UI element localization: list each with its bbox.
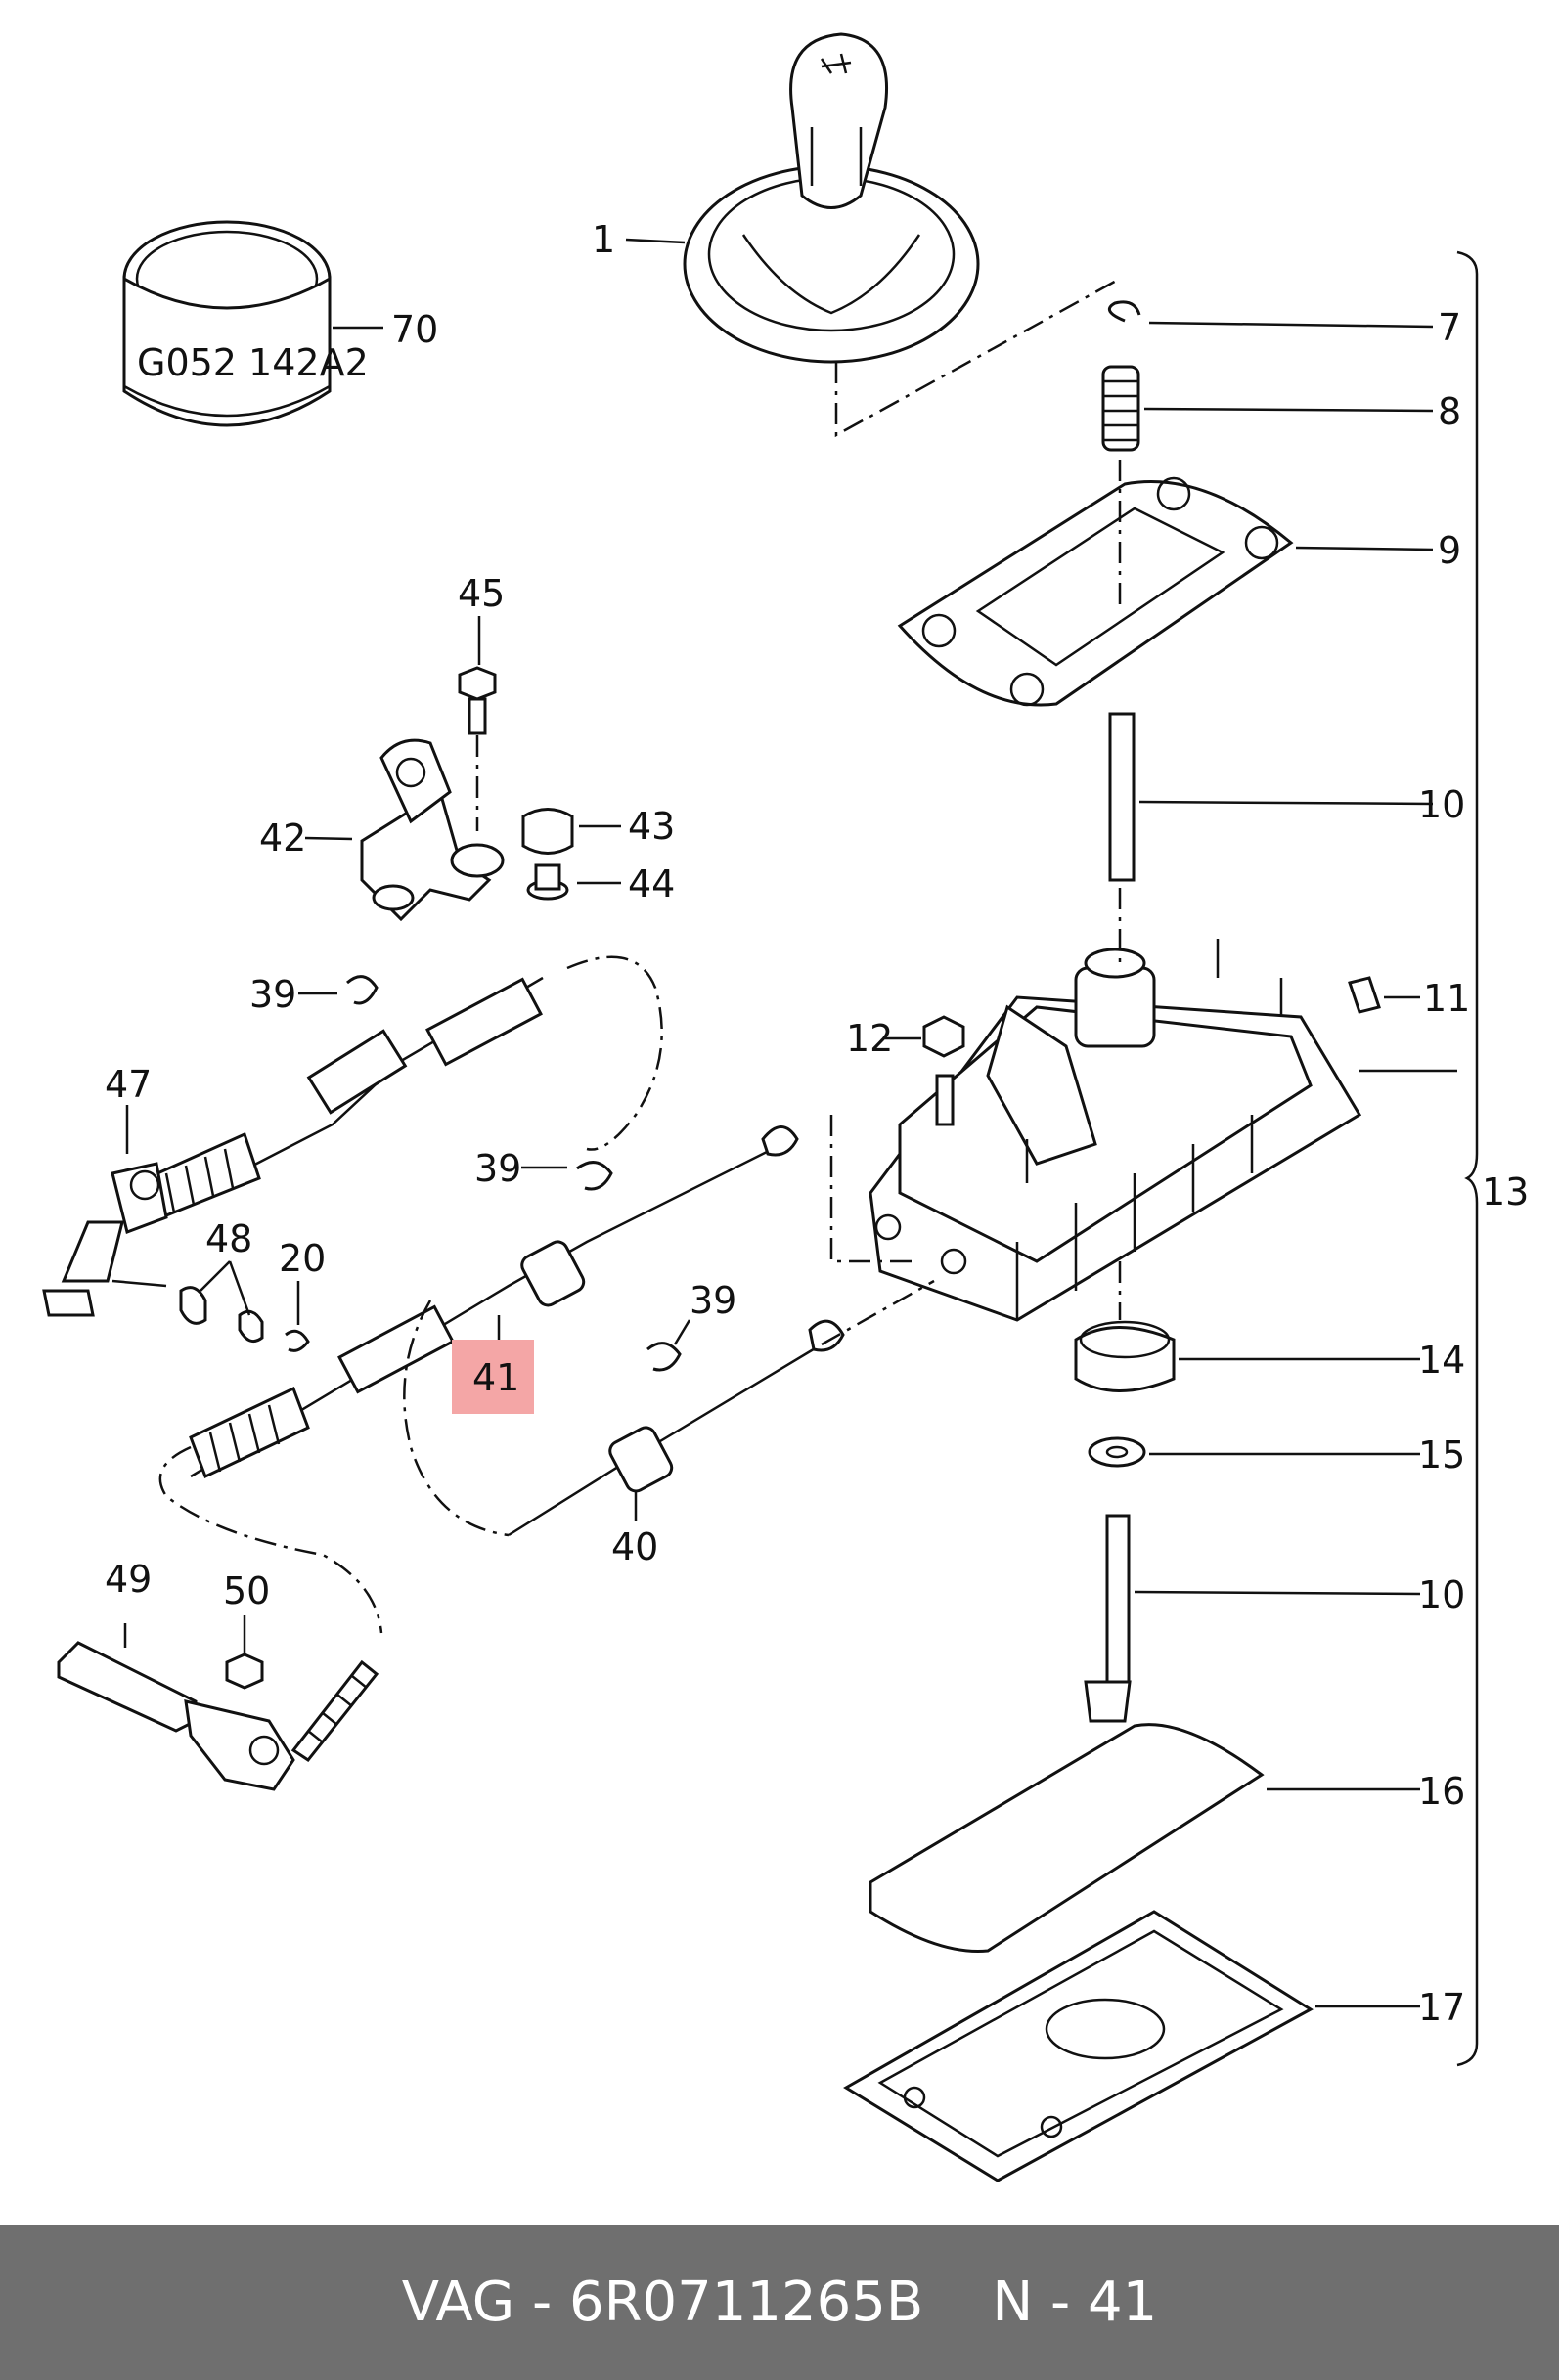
callout-40: 40 <box>611 1525 658 1568</box>
part-39-circlip-upper <box>298 975 379 1005</box>
part-47-shift-cable-upper <box>42 976 544 1317</box>
part-10-lower-rod <box>1084 1514 1421 1723</box>
callout-16: 16 <box>1418 1770 1465 1813</box>
part-10-upper-rod <box>1108 712 1434 882</box>
callout-15: 15 <box>1418 1433 1465 1476</box>
callout-50: 50 <box>223 1569 270 1612</box>
part-15-washer <box>1088 1436 1420 1468</box>
callout-41-highlight <box>452 1340 534 1414</box>
callout-20: 20 <box>279 1237 326 1280</box>
callout-39-lower: 39 <box>690 1279 736 1322</box>
part-12-nut <box>885 1015 965 1126</box>
part-49-cable-end <box>290 1659 379 1763</box>
callout-10-lower: 10 <box>1418 1573 1465 1616</box>
footer-separator: - <box>514 2270 569 2334</box>
part-39-circlip-middle <box>521 1161 613 1191</box>
part-17-base-plate <box>843 1910 1420 2182</box>
callout-44: 44 <box>628 862 675 905</box>
callout-42: 42 <box>259 816 306 859</box>
part-42-bracket <box>304 738 492 922</box>
part-1-gear-knob <box>625 32 980 364</box>
sleeve-marking: G052 142A2 <box>137 341 369 384</box>
callout-14: 14 <box>1418 1339 1465 1382</box>
part-45-bolt <box>458 616 497 735</box>
part-42-grommet <box>450 843 505 878</box>
part-8-spring <box>1101 365 1434 452</box>
part-9-gasket <box>897 476 1434 707</box>
footer-bar: VAG - 6R0711265B N - 41 <box>0 2225 1559 2380</box>
part-41-shift-cable <box>189 1125 799 1479</box>
part-49-lever <box>57 1623 295 1791</box>
part-7-circlip <box>1107 300 1434 329</box>
callout-11: 11 <box>1423 977 1470 1020</box>
part-44-sleeve <box>526 863 621 901</box>
footer-brand: VAG <box>401 2270 515 2334</box>
callout-10-upper: 10 <box>1418 783 1465 826</box>
callout-1: 1 <box>592 218 615 261</box>
callout-43: 43 <box>628 805 675 848</box>
callout-70: 70 <box>391 308 438 351</box>
callout-9: 9 <box>1438 529 1461 572</box>
part-20-circlip <box>285 1281 310 1352</box>
parts-diagram: G052 142A2 70 1 7 8 9 10 <box>42 32 1529 2182</box>
footer-part-number: 6R0711265B <box>568 2270 924 2334</box>
callout-17: 17 <box>1418 1986 1465 2029</box>
callout-49: 49 <box>105 1558 152 1601</box>
footer-ref: N - 41 <box>992 2270 1158 2334</box>
part-70-grease-sleeve: G052 142A2 <box>122 220 383 427</box>
callout-41: 41 <box>472 1356 519 1399</box>
callout-7: 7 <box>1438 306 1461 349</box>
part-39-circlip-lower <box>646 1319 691 1372</box>
callout-13: 13 <box>1482 1170 1529 1213</box>
callout-12: 12 <box>846 1017 893 1060</box>
part-13-selector-housing <box>869 939 1457 1322</box>
callout-39-middle: 39 <box>474 1147 521 1190</box>
callout-45: 45 <box>458 572 505 615</box>
part-50-nut <box>225 1615 264 1690</box>
part-43-bushing <box>521 808 621 855</box>
part-14-bushing <box>1074 1320 1420 1392</box>
callout-48: 48 <box>205 1217 252 1260</box>
part-11-clip <box>1348 976 1420 1014</box>
callout-8: 8 <box>1438 390 1461 433</box>
part-16-gasket <box>869 1723 1420 1953</box>
callout-47: 47 <box>105 1063 152 1106</box>
part-40-select-cable <box>508 1319 845 1537</box>
callout-39-upper: 39 <box>249 973 296 1016</box>
part-48-bushings <box>179 1260 264 1344</box>
